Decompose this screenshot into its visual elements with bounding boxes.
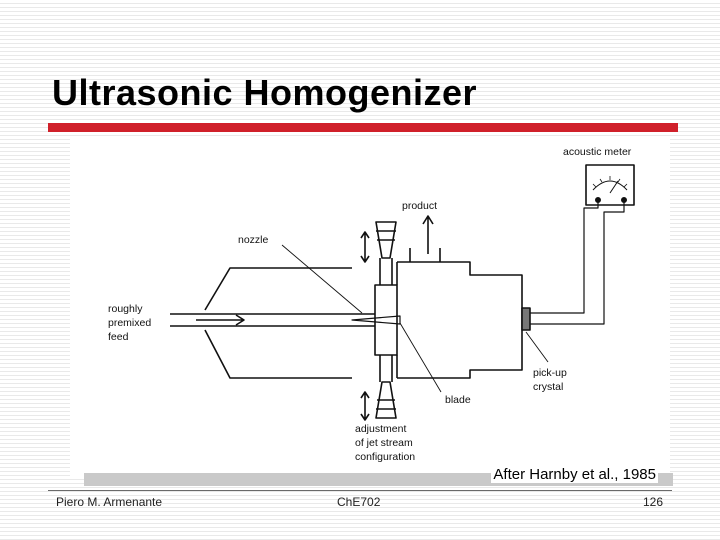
label-feed-1: roughly [108, 303, 143, 315]
feed-pipe [170, 313, 352, 327]
feed-arrow [196, 314, 245, 326]
signal-wire [530, 202, 625, 325]
figure-caption: After Harnby et al., 1985 [491, 466, 658, 483]
label-feed-2: premixed [108, 317, 151, 329]
title-rule [48, 123, 678, 132]
footer-page-number: 126 [643, 495, 664, 509]
lower-adjuster-knob [375, 381, 397, 419]
upper-adjust-arrow [360, 231, 370, 263]
product-arrow [422, 215, 434, 254]
label-pickup-1: pick-up [533, 367, 567, 379]
blade [351, 315, 401, 325]
pickup-crystal [521, 307, 531, 331]
lower-adjust-arrow [360, 391, 370, 421]
label-feed-3: feed [108, 331, 129, 343]
label-adjust-3: configuration [355, 451, 415, 463]
footer-author: Piero M. Armenante [56, 495, 163, 509]
label-acoustic-meter: acoustic meter [563, 146, 632, 158]
right-chamber [397, 261, 523, 379]
upper-adjuster-knob [375, 221, 397, 259]
acoustic-meter [585, 164, 635, 206]
footer-rule [48, 490, 672, 491]
footer-course: ChE702 [337, 495, 381, 509]
diagram-figure: acoustic meter product nozzle roughly pr… [70, 137, 670, 477]
label-pickup-2: crystal [533, 381, 563, 393]
label-adjust-2: of jet stream [355, 437, 413, 449]
label-nozzle: nozzle [238, 234, 269, 246]
product-outlet [409, 248, 441, 262]
upper-adjuster-stem [379, 258, 393, 285]
label-product: product [402, 200, 437, 212]
slide-title: Ultrasonic Homogenizer [52, 72, 478, 113]
lower-adjuster-stem [379, 355, 393, 382]
homogenizer-diagram: acoustic meter product nozzle roughly pr… [108, 146, 635, 463]
left-chamber [204, 267, 352, 379]
label-blade: blade [445, 394, 471, 406]
label-adjust-1: adjustment [355, 423, 406, 435]
central-column [374, 284, 398, 356]
